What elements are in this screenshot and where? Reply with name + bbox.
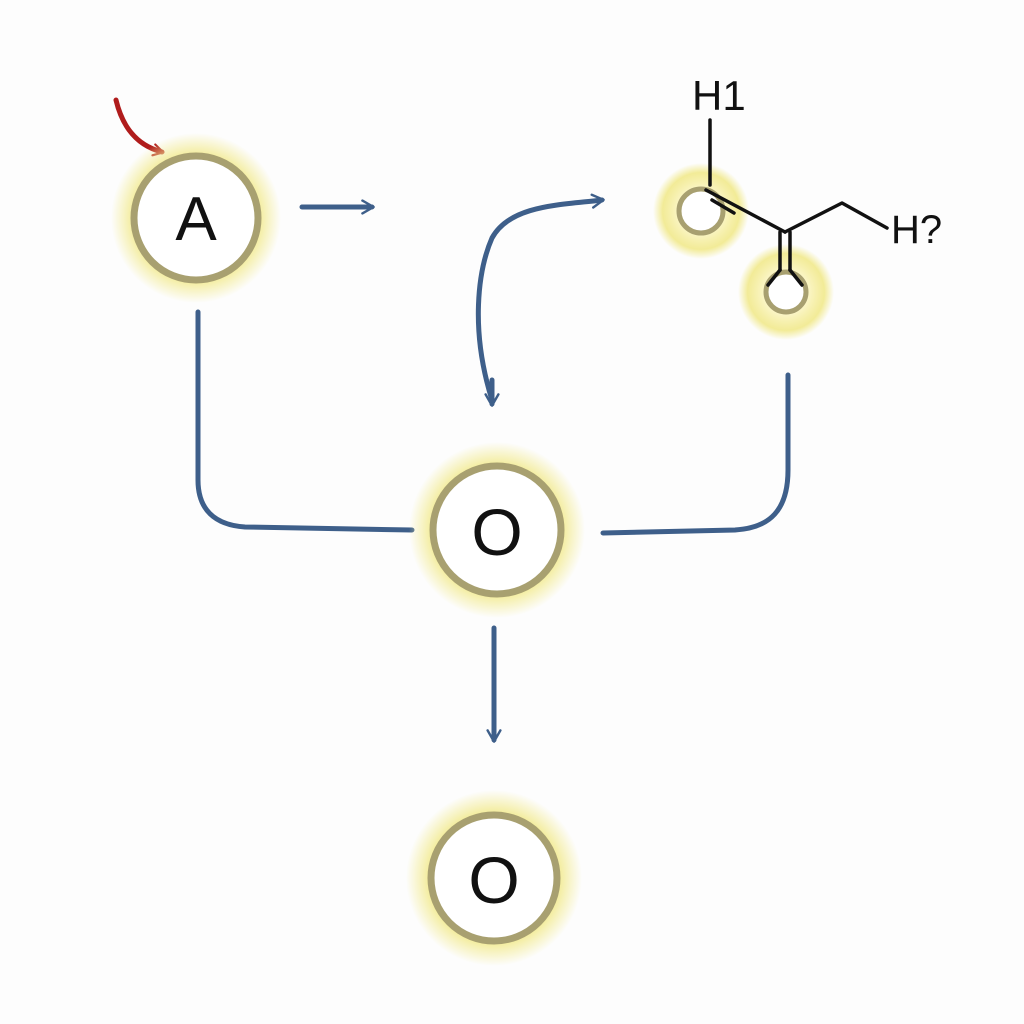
node-a-label: A bbox=[175, 185, 217, 254]
line-a-to-center bbox=[195, 309, 415, 533]
molecule-structure: H1 H? bbox=[653, 72, 942, 340]
molecule-right-label: H? bbox=[891, 208, 942, 252]
line-molecule-to-center bbox=[600, 372, 791, 536]
curved-double-arrow bbox=[475, 193, 605, 403]
node-a: A bbox=[111, 133, 281, 303]
node-center: O bbox=[409, 442, 585, 618]
node-bottom: O bbox=[406, 790, 582, 966]
node-center-label: O bbox=[471, 495, 522, 569]
molecule-bonds bbox=[704, 118, 889, 287]
node-bottom-label: O bbox=[468, 843, 519, 917]
molecule-top-label: H1 bbox=[692, 72, 746, 119]
connectors bbox=[195, 193, 791, 743]
